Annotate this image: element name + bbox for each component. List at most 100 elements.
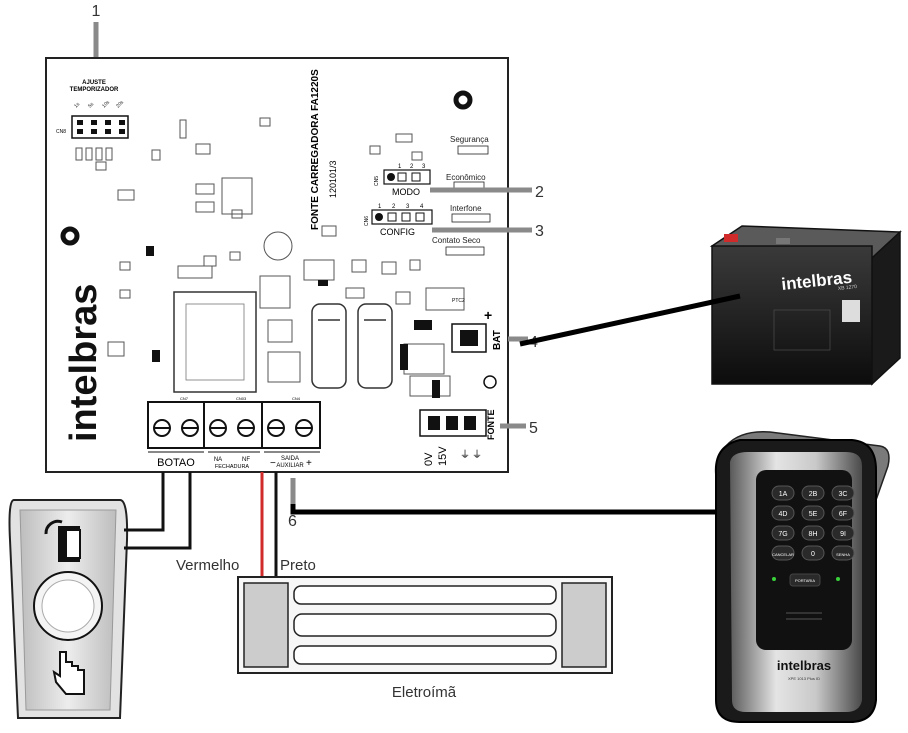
callout-5: 5 — [500, 420, 538, 437]
modo-jumper: CN5 1 2 3 MODO — [374, 164, 431, 197]
keypad-key-label: 0 — [811, 551, 815, 558]
svg-text:−: − — [270, 458, 276, 469]
callout-3: 3 — [432, 223, 544, 240]
callout-6: 6 — [288, 478, 297, 530]
svg-text:5: 5 — [529, 420, 538, 437]
svg-text:Interfone: Interfone — [450, 204, 482, 213]
svg-text:2: 2 — [535, 184, 544, 201]
svg-text:2: 2 — [392, 204, 396, 210]
magnet-label: Eletroímã — [392, 684, 457, 701]
svg-text:TEMPORIZADOR: TEMPORIZADOR — [70, 87, 119, 93]
svg-text:3: 3 — [535, 223, 544, 240]
svg-text:Contato Seco: Contato Seco — [432, 236, 481, 245]
capacitors — [311, 303, 393, 389]
keypad-key-label: 3C — [839, 491, 848, 498]
keypad-key-label: 7G — [778, 531, 787, 538]
lock-wires — [260, 472, 278, 580]
svg-text:3: 3 — [406, 204, 410, 210]
keypad-key-label: 8H — [809, 531, 818, 538]
svg-text:6: 6 — [288, 513, 297, 530]
pcb-components — [75, 117, 465, 397]
keypad-key-label: 4D — [779, 511, 788, 518]
keypad-extras: PORTARIA intelbras XPE 1013 Plus ID — [772, 573, 840, 681]
timer-adjust-block: AJUSTE TEMPORIZADOR 1s 5s 10s 20s CN8 — [56, 80, 129, 139]
keypad-cable — [290, 504, 728, 515]
keypad-key — [801, 545, 825, 561]
svg-text:intelbras: intelbras — [777, 658, 831, 673]
svg-text:+: + — [484, 307, 492, 323]
board-model-text: FONTE CARREGADORA FA1220S 120101/3 — [310, 69, 338, 230]
svg-text:NF: NF — [242, 457, 250, 463]
hand-press-icon — [52, 651, 85, 695]
keypad-key-label: 5E — [809, 511, 818, 518]
terminal-blocks: CN7 CN03 CN4 BOTAO NA NF FECHADURA − SAI… — [147, 396, 321, 470]
transformer — [173, 291, 257, 393]
keypad-key-label: 6F — [839, 511, 847, 518]
svg-text:MODO: MODO — [392, 187, 420, 197]
svg-text:4: 4 — [420, 204, 424, 210]
keypad-key — [771, 525, 795, 541]
battery: intelbras XB 1270 — [709, 225, 902, 386]
svg-text:2: 2 — [410, 164, 414, 170]
svg-text:PORTARIA: PORTARIA — [795, 578, 815, 583]
keypad-key-label: 9I — [840, 531, 846, 538]
red-wire-label: Vermelho — [176, 557, 239, 574]
svg-text:CN6: CN6 — [364, 216, 370, 226]
svg-text:1: 1 — [398, 164, 402, 170]
keypad-key — [801, 485, 825, 501]
svg-text:1s: 1s — [73, 101, 81, 109]
battery-cable — [519, 293, 741, 347]
svg-text:SAIDA: SAIDA — [281, 456, 299, 462]
svg-text:Segurança: Segurança — [450, 135, 489, 144]
jumper-legend: Segurança Econômico Interfone Contato Se… — [432, 135, 491, 256]
config-jumper: CN6 1 2 3 4 CONFIG — [364, 204, 433, 237]
svg-text:BOTAO: BOTAO — [157, 457, 195, 469]
fonte-connector: FONTE 0V 15V ⏚ ⏚ — [419, 409, 496, 466]
svg-text:FONTE CARREGADORA FA1220S: FONTE CARREGADORA FA1220S — [310, 69, 321, 230]
keypad-key — [801, 525, 825, 541]
svg-text:CN7: CN7 — [180, 396, 189, 401]
keypad-key — [801, 505, 825, 521]
svg-text:CN8: CN8 — [56, 129, 66, 135]
board-brand: intelbras — [63, 284, 105, 442]
keypad-key — [771, 505, 795, 521]
svg-text:10s: 10s — [101, 99, 111, 109]
mounting-holes — [60, 90, 497, 389]
keypad-key — [771, 545, 795, 561]
keypad-key-label: 1A — [779, 491, 788, 498]
svg-text:120101/3: 120101/3 — [328, 160, 338, 198]
svg-text:20s: 20s — [115, 99, 125, 109]
keypad-key-label: CANCELAR — [772, 552, 794, 557]
svg-text:15V: 15V — [437, 446, 449, 466]
button-cables — [124, 472, 192, 550]
bat-connector: + BAT PTC2 — [451, 298, 503, 353]
electromagnet — [237, 576, 613, 674]
keypad-key — [771, 485, 795, 501]
svg-text:CN5: CN5 — [374, 176, 380, 186]
svg-text:NA: NA — [214, 457, 222, 463]
keypad-key — [831, 505, 855, 521]
svg-text:CONFIG: CONFIG — [380, 227, 415, 237]
ground-symbol: ⏚ — [460, 449, 470, 461]
svg-text:Econômico: Econômico — [446, 173, 486, 182]
keypad-key-label: SENHA — [836, 552, 850, 557]
callout-2: 2 — [430, 184, 544, 201]
keypad-key — [831, 485, 855, 501]
exit-push-button — [8, 499, 129, 719]
svg-text:FECHADURA: FECHADURA — [215, 464, 250, 470]
svg-text:BAT: BAT — [492, 330, 503, 350]
svg-text:CN4: CN4 — [292, 396, 301, 401]
svg-text:FONTE: FONTE — [486, 410, 496, 441]
keypad-key — [831, 545, 855, 561]
black-wire-label: Preto — [280, 557, 316, 574]
svg-text:+: + — [306, 458, 312, 469]
ground-symbol-2: ⏚ — [472, 449, 482, 461]
svg-text:1: 1 — [92, 3, 101, 20]
svg-text:PTC2: PTC2 — [452, 298, 465, 304]
svg-text:1: 1 — [378, 204, 382, 210]
svg-text:XPE 1013 Plus ID: XPE 1013 Plus ID — [788, 676, 820, 681]
svg-text:CN03: CN03 — [236, 396, 247, 401]
